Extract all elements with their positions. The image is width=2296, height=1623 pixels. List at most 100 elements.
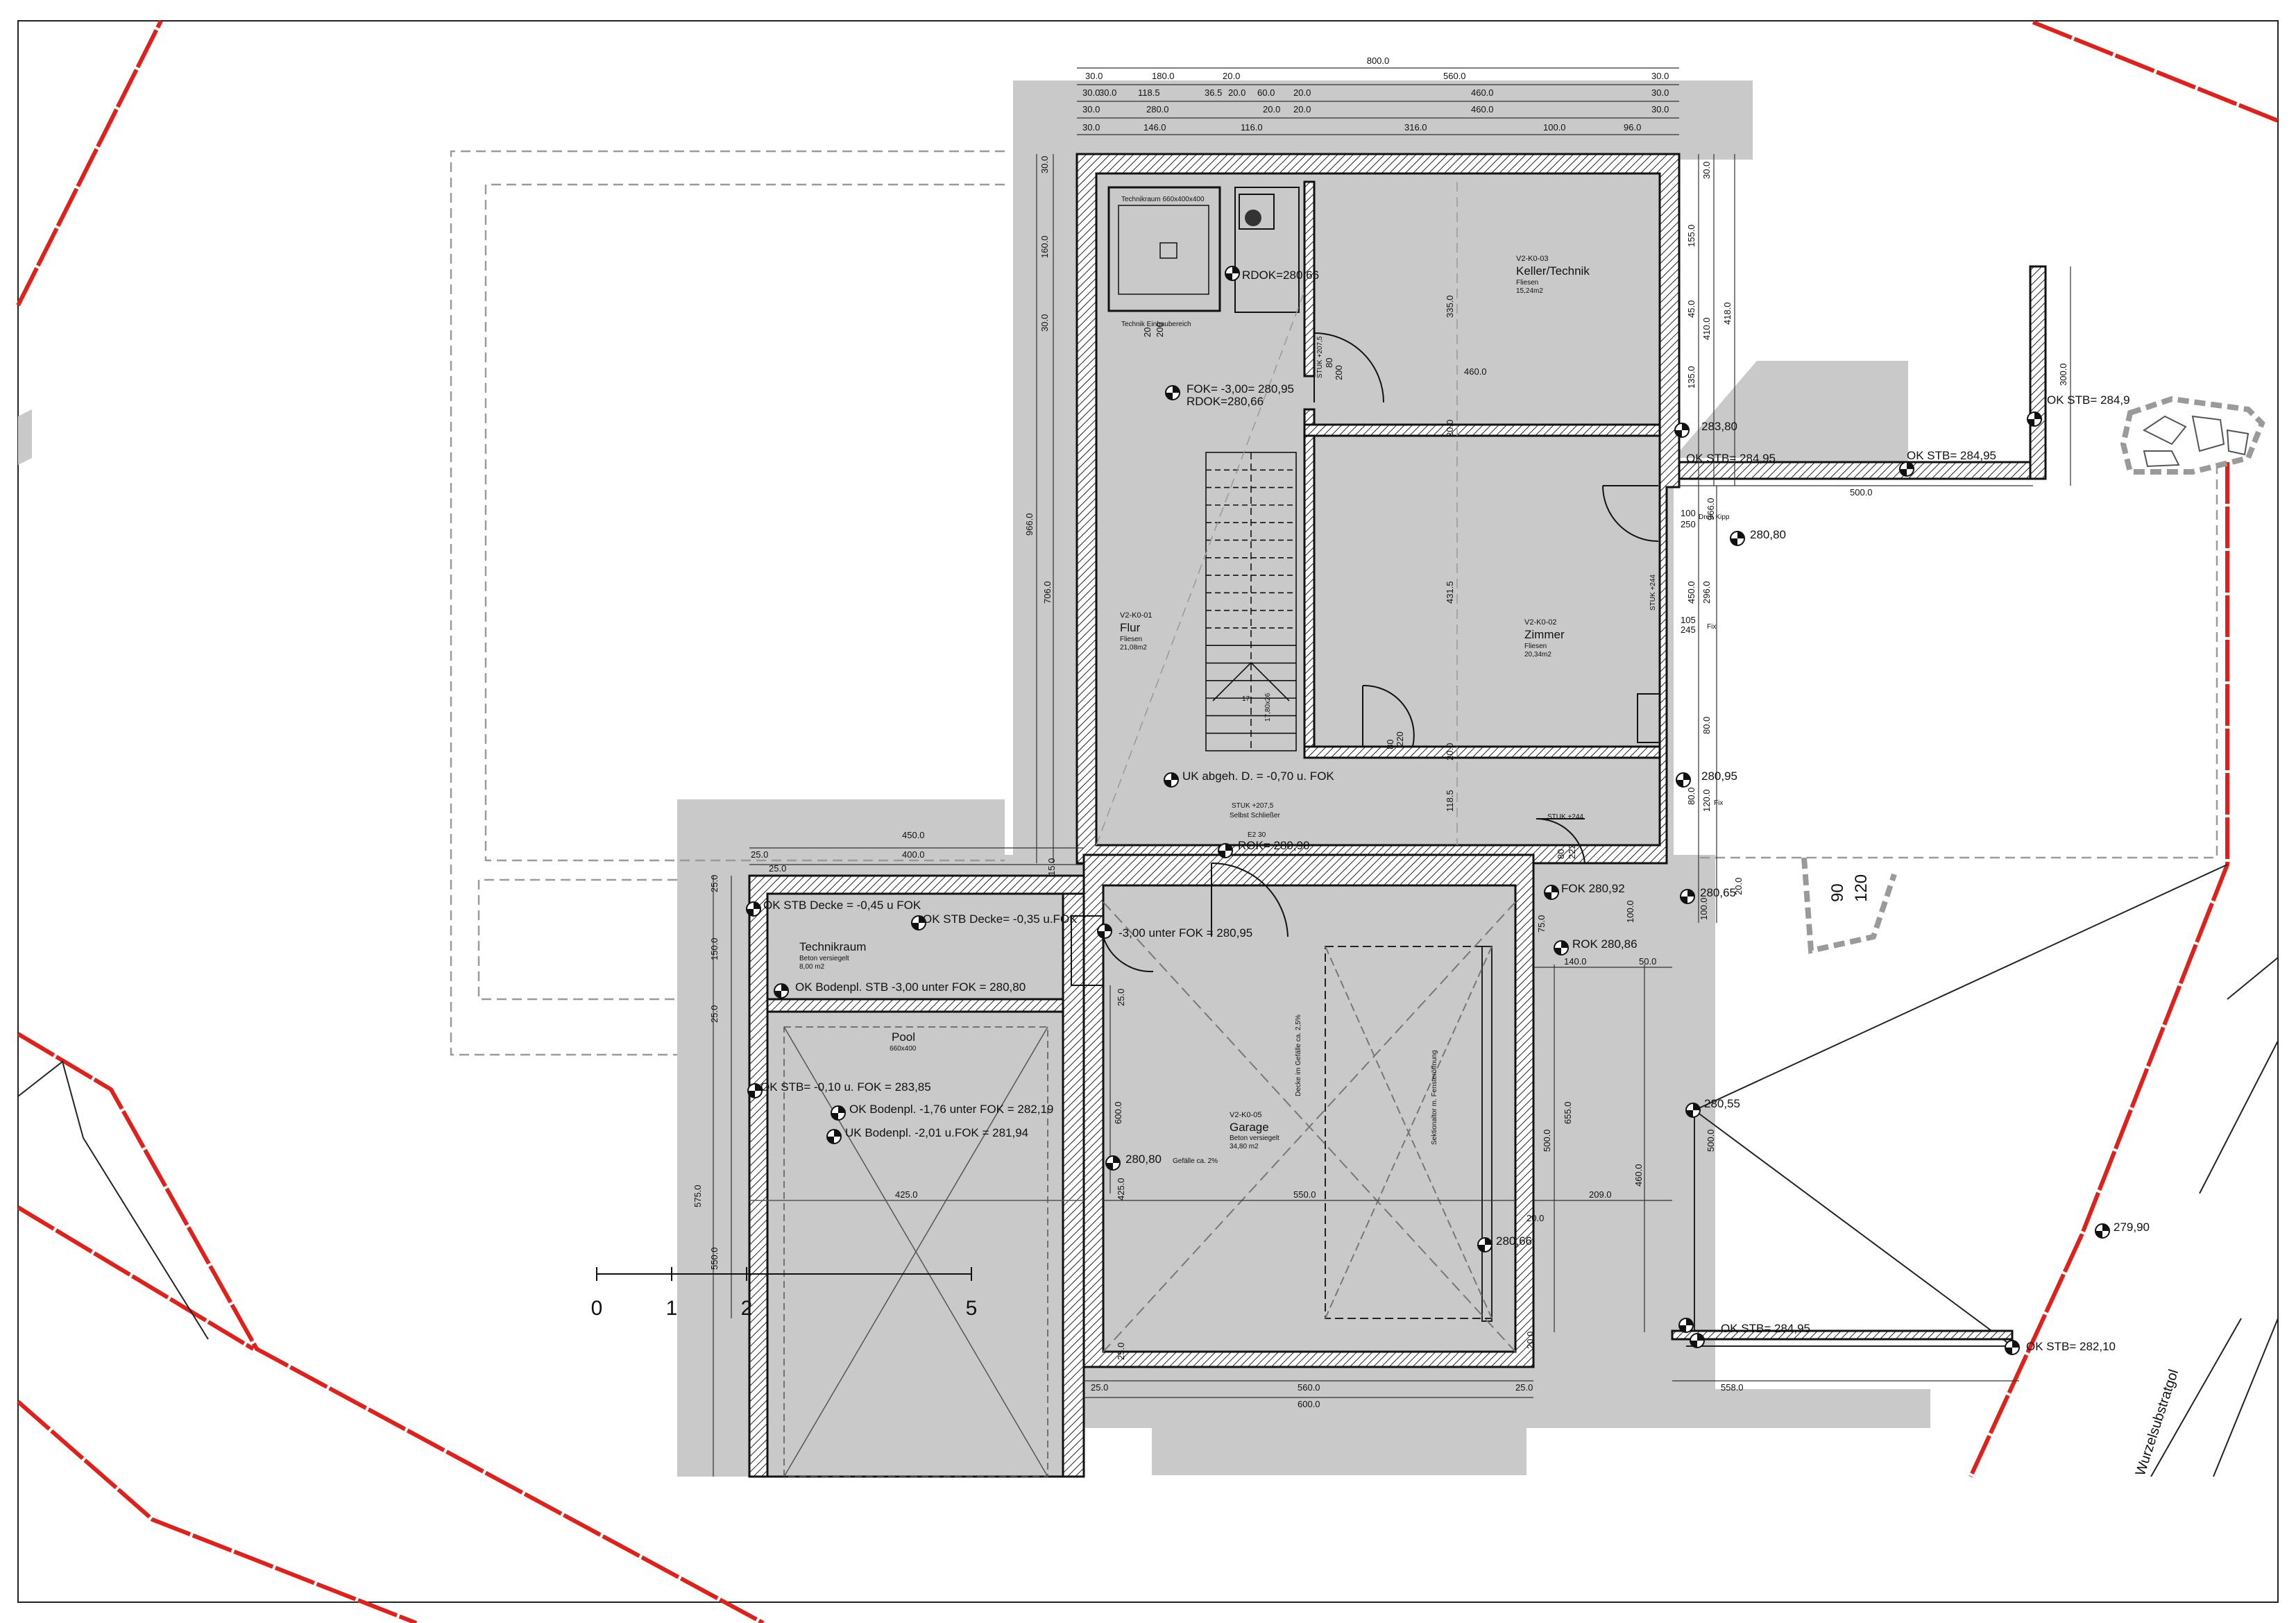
dim-top-4: 560.0 <box>1443 71 1466 81</box>
dim-top-22: 146.0 <box>1143 122 1166 133</box>
level-okbodenpl-2: OK Bodenpl. -1,76 unter FOK = 282,19 <box>849 1103 1053 1116</box>
room-pool-name: Pool <box>892 1030 915 1044</box>
dim-top-20: 30.0 <box>1651 104 1669 114</box>
level-28066: 280,66 <box>1496 1234 1532 1248</box>
dim-lower-8: 575.0 <box>692 1184 703 1207</box>
boulder-stones <box>2143 415 2250 468</box>
level-stuk-2075: STUK +207,5 <box>1232 802 1274 810</box>
scale-tick-0: 0 <box>591 1297 603 1320</box>
level-rdok-2: RDOK=280,66 <box>1187 395 1264 408</box>
stairs <box>1205 452 1297 751</box>
scale-tick-5: 5 <box>966 1297 978 1320</box>
boiler-core <box>1159 242 1177 259</box>
dim-lower-2: 400.0 <box>902 849 925 860</box>
level-e230: E2 30 <box>1248 831 1266 839</box>
level-marker-fill <box>774 984 788 998</box>
level-okstb-decke-1: OK STB Decke = -0,45 u FOK <box>763 899 921 912</box>
dim-door-4: 80 <box>1556 849 1566 859</box>
level-28080a: 280,80 <box>1750 528 1786 541</box>
dim-lower-29: 20.0 <box>1525 1332 1536 1349</box>
level-okstb-decke-2: OK STB Decke= -0,35 u.FOK <box>923 912 1078 926</box>
level-marker-fill <box>1681 890 1694 903</box>
note-kessel-sub: Technik Einbaubereich <box>1121 321 1191 328</box>
level-marker-fill <box>1690 1334 1704 1348</box>
level-stuk-244a: STUK +244 <box>1649 575 1657 611</box>
dim-right-16: 80.0 <box>1686 788 1697 805</box>
note-seitenfenster: Sektionaltor m. Fensteröffnung <box>1431 1050 1438 1145</box>
dim-top-5: 30.0 <box>1651 71 1669 81</box>
level-marker-fill <box>747 902 760 916</box>
dim-lower-18: 560.0 <box>1298 1382 1320 1393</box>
dashed-outline <box>450 150 2218 1056</box>
scale-bar <box>596 1267 972 1281</box>
sheet-border <box>17 20 2279 1603</box>
level-marker-fill <box>1166 386 1180 400</box>
level-28065: 280,65 <box>1700 886 1736 899</box>
level-stuk-207: STUK +207,5 <box>1316 336 1324 378</box>
dim-lower-16: 500.0 <box>1706 1129 1716 1152</box>
level-marker-fill <box>1675 423 1689 437</box>
dim-top-2: 180.0 <box>1152 71 1175 81</box>
dim-top-24: 316.0 <box>1404 122 1427 133</box>
level-marker-fill <box>912 916 926 930</box>
level-marker-fill <box>1730 532 1744 545</box>
dim-lower-28: 20.0 <box>1527 1213 1544 1223</box>
dim-top-0: 800.0 <box>1367 56 1390 66</box>
terrain-fill <box>18 80 1930 1477</box>
room-technikraum-floor: Beton versiegelt <box>799 955 849 962</box>
note-steps-1: 17 <box>1242 695 1250 703</box>
dim-right-12: 80.0 <box>1701 717 1712 734</box>
dim-right-13: 120.0 <box>1701 789 1712 812</box>
level-ukbodenpl: UK Bodenpl. -2,01 u.FOK = 281,94 <box>845 1126 1028 1139</box>
dim-top-11: 60.0 <box>1257 87 1275 98</box>
level-marker-fill <box>1098 924 1112 938</box>
dim-lower-1: 25.0 <box>751 849 768 860</box>
level-marker-fill <box>1478 1238 1492 1252</box>
dim-right-9: 250 <box>1681 519 1696 529</box>
note-fix-2: Fix <box>1714 799 1723 807</box>
note-kessel: Technikraum 660x400x400 <box>1121 196 1205 203</box>
level-marker-fill <box>2095 1224 2109 1238</box>
dim-right-11: 296.0 <box>1701 581 1712 604</box>
boiler-box <box>1107 186 1221 312</box>
note-decke-gefaelle: Decke im Gefälle ca. 2,5% <box>1295 1014 1302 1096</box>
dim-lower-7: 25.0 <box>709 1005 720 1023</box>
dim-lower-14: 655.0 <box>1563 1101 1573 1124</box>
level-marker-fill <box>748 1084 762 1098</box>
dim-top-7: 30.0 <box>1099 87 1116 98</box>
flur-diagonals <box>1096 182 1458 846</box>
dim-top-25: 100.0 <box>1543 122 1566 133</box>
dim-door-1: 200 <box>1334 365 1344 380</box>
dim-top-13: 460.0 <box>1471 87 1494 98</box>
garage-details <box>1103 901 1516 1352</box>
room-zimmer-area: 20,34m2 <box>1524 651 1551 658</box>
level-28095: 280,95 <box>1701 770 1737 783</box>
room-technik-area: 15,24m2 <box>1516 287 1543 295</box>
dim-lower-24: 75.0 <box>1536 915 1547 933</box>
dim-lower-3: 25.0 <box>769 863 786 874</box>
level-marker-fill <box>1686 1103 1700 1117</box>
note-steps-2: 17,80x26 <box>1264 692 1272 722</box>
level-28055: 280,55 <box>1704 1097 1740 1110</box>
dim-lower-11: 550.0 <box>1293 1189 1316 1200</box>
boulder-outline <box>2120 396 2265 475</box>
dim-right-6: 300.0 <box>2058 363 2068 386</box>
dim-lower-26: 25.0 <box>1116 989 1126 1006</box>
dim-top-6: 30.0 <box>1082 87 1100 98</box>
level-marker-fill <box>1225 266 1239 280</box>
level-okstb-2: OK STB= 284,95 <box>1686 452 1776 465</box>
dim-lower-10: 425.0 <box>895 1189 918 1200</box>
level-marker-fill <box>831 1106 845 1120</box>
dim-top-23: 116.0 <box>1241 122 1263 133</box>
note-side-text: Wurzelsubstratgol <box>2133 1368 2182 1478</box>
dim-door-0: 80 <box>1324 358 1334 368</box>
level-marker-fill <box>1679 1318 1693 1332</box>
pump-box <box>1239 194 1275 230</box>
dim-right-8: 100 <box>1681 508 1696 518</box>
dim-top-10: 20.0 <box>1228 87 1245 98</box>
level-marker-fill <box>1164 773 1178 787</box>
level-marker-fill <box>1218 844 1232 858</box>
dim-right-3: 410.0 <box>1701 317 1712 340</box>
dim-lower-5: 25.0 <box>709 875 720 892</box>
dim-right-2: 45.0 <box>1686 300 1697 318</box>
